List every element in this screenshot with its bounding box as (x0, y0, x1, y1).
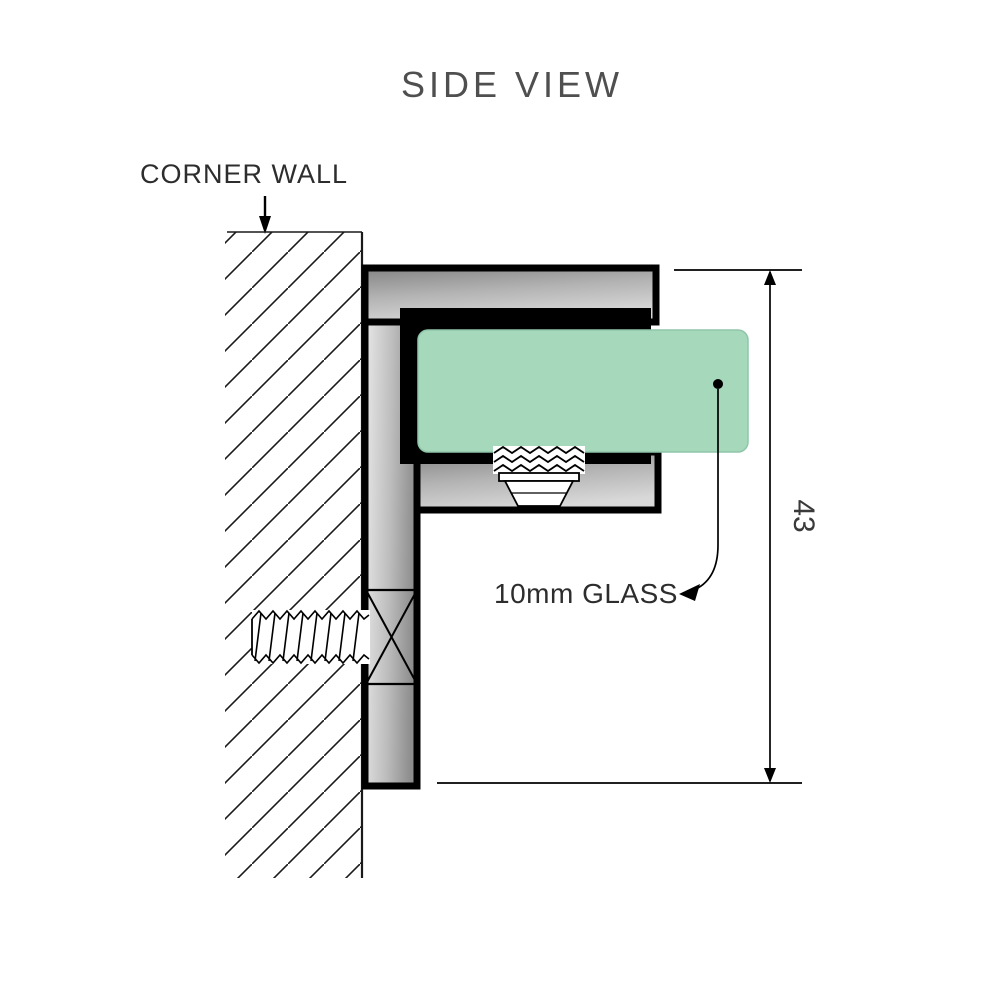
glass-callout: 10mm GLASS (494, 379, 723, 609)
wall-screw-flight-3 (282, 612, 290, 662)
wall-screw-flight-7 (338, 612, 346, 662)
glass-label: 10mm GLASS (494, 578, 678, 609)
grub-screw-thread-1 (493, 445, 585, 455)
grub-screw-collar (498, 472, 580, 482)
dimension-arrowhead-down-icon (764, 768, 776, 783)
glass-panel (417, 329, 749, 453)
wall-screw-flight-8 (352, 612, 360, 662)
screw-boss (365, 588, 418, 686)
wall-screw-thread-top (251, 609, 370, 621)
corner-wall-label: CORNER WALL (140, 159, 348, 189)
corner-wall-arrowhead-icon (259, 216, 271, 234)
glass-leader-line (695, 389, 719, 590)
grub-screw-thread-3 (493, 463, 585, 473)
wall-screw-flight-5 (310, 612, 318, 662)
glass-leader-arrowhead-icon (679, 584, 700, 601)
grub-screw-thread-2 (493, 454, 585, 464)
wall-screw-flight-1 (254, 612, 262, 662)
page-title: SIDE VIEW (401, 64, 623, 105)
dimension-label: 43 (787, 499, 820, 532)
dimension-43: 43 (437, 269, 820, 784)
wall-hatching (225, 232, 362, 878)
screw-boss-cross-2 (365, 589, 418, 685)
glass-leader-dot (713, 379, 723, 389)
wall-screw (251, 609, 370, 665)
wall-screw-flight-6 (324, 612, 332, 662)
dimension-arrowhead-up-icon (764, 270, 776, 285)
wall-screw-flight-2 (268, 612, 276, 662)
wall-screw-flight-4 (296, 612, 304, 662)
grub-screw (493, 445, 585, 507)
